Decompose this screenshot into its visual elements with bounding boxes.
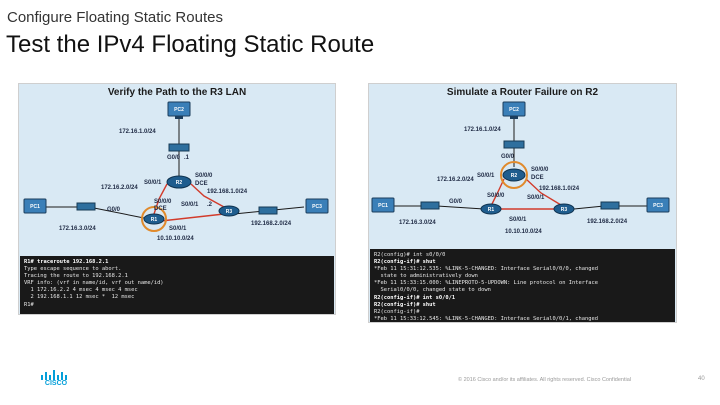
r2-s000-label: S0/0/0	[195, 173, 213, 179]
cisco-bars-icon	[41, 370, 67, 380]
pc3-icon: PC3	[646, 197, 670, 213]
pc3-label: PC3	[653, 203, 663, 209]
pc1-icon: PC1	[23, 198, 47, 214]
ethernet-links	[391, 119, 649, 210]
terminal-line: R2(config-if)# int s0/0/1	[374, 294, 456, 301]
r3-s001-label: S0/0/1	[527, 195, 545, 201]
switch-top-icon	[168, 143, 190, 152]
pc2-icon: PC2	[167, 101, 191, 119]
r2-g0-label: G0/0	[501, 154, 515, 160]
pc3-icon: PC3	[305, 198, 329, 214]
net-r1-r3-label: 10.10.10.0/24	[505, 229, 542, 235]
net-r3-lan-label: 192.168.2.0/24	[587, 219, 628, 225]
terminal-line: R2(config-if)# shut	[374, 259, 436, 266]
router-r2-icon: R2	[502, 168, 526, 182]
serial-links	[153, 183, 225, 222]
pc3-label: PC3	[312, 204, 322, 210]
router-r3-icon: R3	[218, 205, 240, 217]
pc2-label: PC2	[174, 107, 184, 113]
terminal-line: Tracing the route to 192.168.2.1	[24, 273, 128, 280]
router-r1-icon: R1	[143, 213, 165, 225]
r2-label: R2	[176, 180, 183, 186]
r1-g0-label: G0/0	[449, 199, 463, 205]
switch-left-icon	[76, 202, 96, 211]
r2-g0-label: G0/0	[167, 155, 181, 161]
net-r2-lan-label: 172.16.1.0/24	[464, 127, 501, 133]
terminal-line: Type escape sequence to abort.	[24, 266, 122, 273]
terminal-left: R1# traceroute 192.168.2.1 Type escape s…	[20, 256, 334, 314]
terminal-line: R1# traceroute 192.168.2.1	[24, 259, 109, 265]
r3-s001-host-label: .2	[207, 202, 213, 208]
r1-label: R1	[488, 207, 495, 213]
r2-g0-host-label: .1	[184, 155, 190, 161]
pc1-label: PC1	[378, 203, 388, 209]
switch-top-icon	[503, 140, 525, 149]
r2-s001-label: S0/0/1	[477, 173, 495, 179]
topology-diagram-right: PC2 R2 PC1 R1 R3 PC3 172.16.1.0/24 G0/0 …	[371, 101, 670, 235]
net-r1-r3-label: 10.10.10.0/24	[157, 236, 194, 242]
net-r1-r2-label: 172.16.2.0/24	[437, 177, 474, 183]
terminal-line: *Feb 11 15:31:12.535: %LINK-5-CHANGED: I…	[374, 266, 598, 273]
terminal-line: R2(config-if)# shut	[374, 301, 436, 308]
r2-highlight-ring	[500, 161, 528, 189]
net-r2-lan-label: 172.16.1.0/24	[119, 129, 156, 135]
serial-links	[490, 178, 562, 210]
r2-s000-label: S0/0/0	[531, 167, 549, 173]
r1-s001-label: S0/0/1	[509, 217, 527, 223]
router-r3-icon: R3	[553, 203, 575, 215]
terminal-line: *Feb 11 15:33:12.545: %LINK-5-CHANGED: I…	[374, 315, 598, 322]
r1-s000-label: S0/0/0	[487, 193, 505, 199]
r1-label: R1	[151, 217, 158, 223]
r3-label: R3	[561, 207, 568, 213]
topology-diagram-left: PC2 R2 PC1 R1 R3 PC3	[23, 101, 329, 242]
terminal-line: 2 192.168.1.1 12 msec * 12 msec	[24, 294, 135, 301]
r2-dce-label: DCE	[195, 181, 208, 187]
pc2-icon: PC2	[502, 101, 526, 119]
terminal-line: R1#	[24, 301, 34, 308]
net-r2-r3-label: 192.168.1.0/24	[539, 186, 580, 192]
r3-label: R3	[226, 209, 233, 215]
r2-dce-label: DCE	[531, 175, 544, 181]
pc1-label: PC1	[30, 204, 40, 210]
switch-right-icon	[258, 206, 278, 215]
net-r1-lan-label: 172.16.3.0/24	[59, 226, 96, 232]
cisco-logo-text: CISCO	[44, 380, 68, 387]
slide-title: Test the IPv4 Floating Static Route	[6, 31, 375, 58]
copyright-notice: © 2016 Cisco and/or its affiliates. All …	[458, 377, 632, 383]
router-r1-icon: R1	[480, 203, 502, 215]
terminal-line: VRF info: (vrf in name/id, vrf out name/…	[24, 280, 164, 287]
slide-subtitle: Configure Floating Static Routes	[7, 9, 223, 26]
net-r1-lan-label: 172.16.3.0/24	[399, 220, 436, 226]
switch-right-icon	[600, 201, 620, 210]
r3-s001-label: S0/0/1	[181, 202, 199, 208]
terminal-line: state to administratively down	[374, 273, 478, 280]
r1-highlight-ring	[141, 206, 167, 232]
terminal-line: R2(config-if)#	[374, 308, 420, 315]
terminal-line: 1 172.16.2.2 4 msec 4 msec 4 msec	[24, 287, 138, 294]
r1-s000-label: S0/0/0	[154, 199, 172, 205]
pc1-icon: PC1	[371, 197, 395, 213]
r2-label: R2	[511, 173, 518, 179]
topology-panel-right: Simulate a Router Failure on R2 PC2 R2	[368, 83, 677, 323]
router-r2-icon: R2	[166, 175, 192, 189]
r1-dce-label: DCE	[154, 206, 167, 212]
terminal-right: R2(config)# int s0/0/0 R2(config-if)# sh…	[370, 249, 675, 322]
r1-s001-label: S0/0/1	[169, 226, 187, 232]
switch-left-icon	[420, 201, 440, 210]
terminal-line: *Feb 11 15:33:15.000: %LINEPROTO-5-UPDOW…	[374, 280, 598, 287]
net-r3-lan-label: 192.168.2.0/24	[251, 221, 292, 227]
net-r1-r2-label: 172.16.2.0/24	[101, 185, 138, 191]
cisco-logo: CISCO	[40, 368, 72, 390]
pc2-label: PC2	[509, 107, 519, 113]
net-r2-r3-label: 192.168.1.0/24	[207, 189, 248, 195]
terminal-line: R2(config)# int s0/0/0	[374, 252, 446, 258]
r1-g0-label: G0/0	[107, 207, 121, 213]
r2-s001-label: S0/0/1	[144, 180, 162, 186]
page-number: 40	[698, 376, 705, 382]
topology-panel-left: Verify the Path to the R3 LAN PC2	[18, 83, 336, 315]
panel-left-heading: Verify the Path to the R3 LAN	[107, 87, 247, 98]
terminal-line: Serial0/0/0, changed state to down	[374, 287, 491, 294]
panel-right-heading: Simulate a Router Failure on R2	[446, 87, 599, 98]
